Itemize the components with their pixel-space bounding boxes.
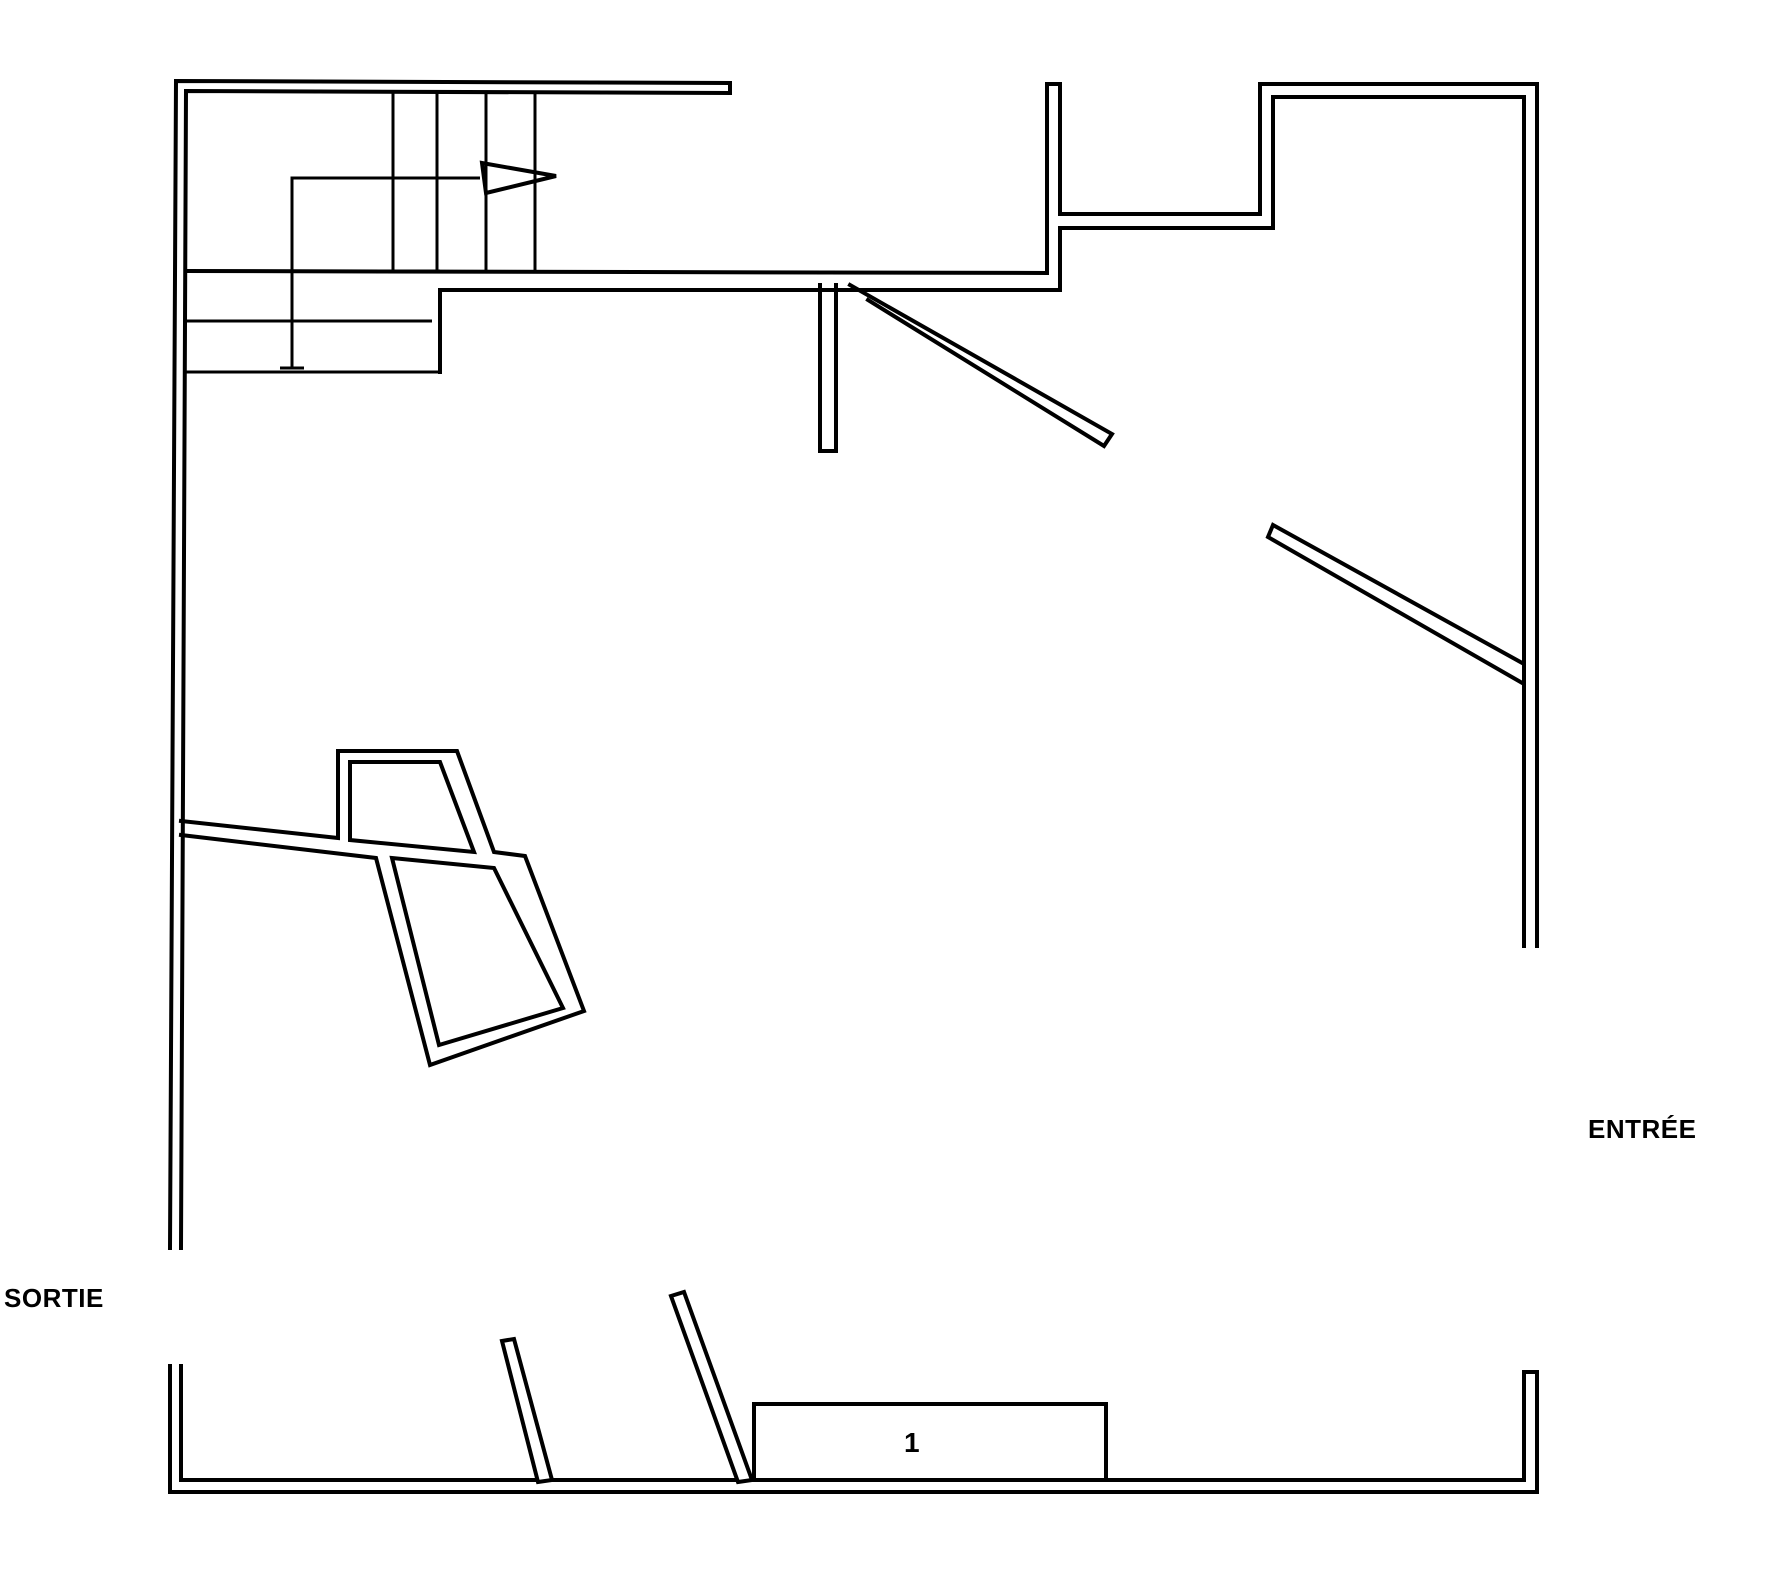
exit-label: SORTIE: [4, 1283, 104, 1313]
zone-1-box: [752, 1402, 1108, 1482]
zone-1-label: 1: [904, 1427, 921, 1458]
entrance-label: ENTRÉE: [1588, 1114, 1697, 1144]
bottom-wall: [168, 1364, 1539, 1494]
short-partition: [818, 283, 838, 453]
bottom-left-slanted-partition: [499, 1336, 555, 1485]
upper-inner-wall: [183, 82, 1539, 948]
stair-direction-arrow-icon: [479, 160, 557, 196]
right-diagonal-partition: [1265, 522, 1526, 688]
bottom-right-slanted-partition: [668, 1289, 755, 1485]
staircase: [186, 93, 537, 374]
upper-diagonal-partition: [847, 282, 1115, 449]
left-display-structure: [178, 749, 587, 1068]
left-outer-wall: [167, 78, 732, 1251]
